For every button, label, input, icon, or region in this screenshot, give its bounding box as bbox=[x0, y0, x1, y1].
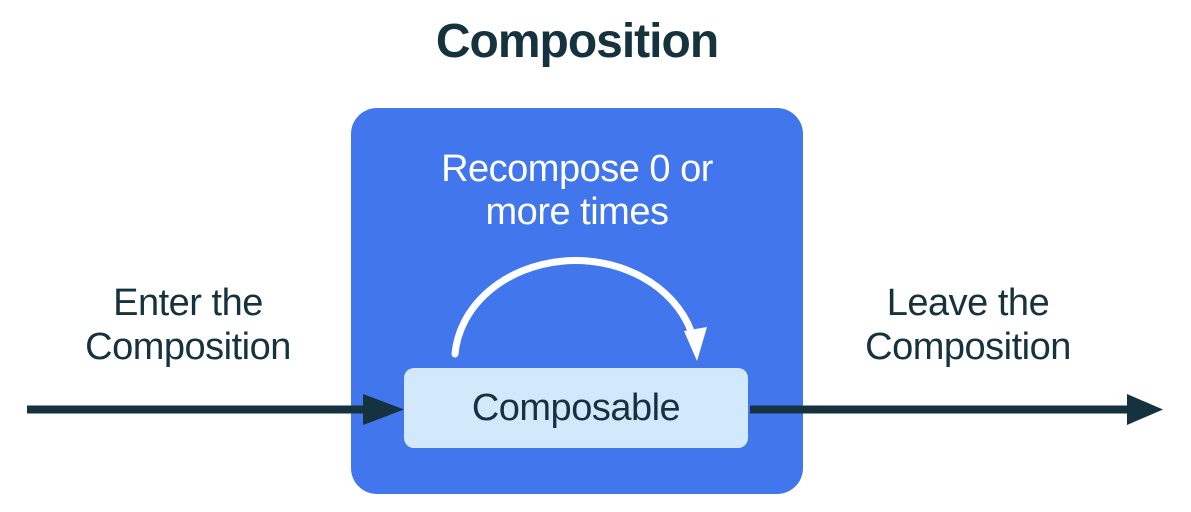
enter-composition-label: Enter the Composition bbox=[85, 282, 291, 368]
diagram-title: Composition bbox=[435, 15, 719, 68]
enter-arrow-icon bbox=[27, 394, 404, 425]
composable-node: Composable bbox=[404, 368, 748, 448]
composable-label: Composable bbox=[471, 386, 681, 429]
leave-arrow-head bbox=[1127, 394, 1163, 425]
leave-composition-label: Leave the Composition bbox=[865, 282, 1071, 368]
leave-arrow-icon bbox=[750, 394, 1163, 425]
recompose-label: Recompose 0 or more times bbox=[441, 148, 713, 233]
